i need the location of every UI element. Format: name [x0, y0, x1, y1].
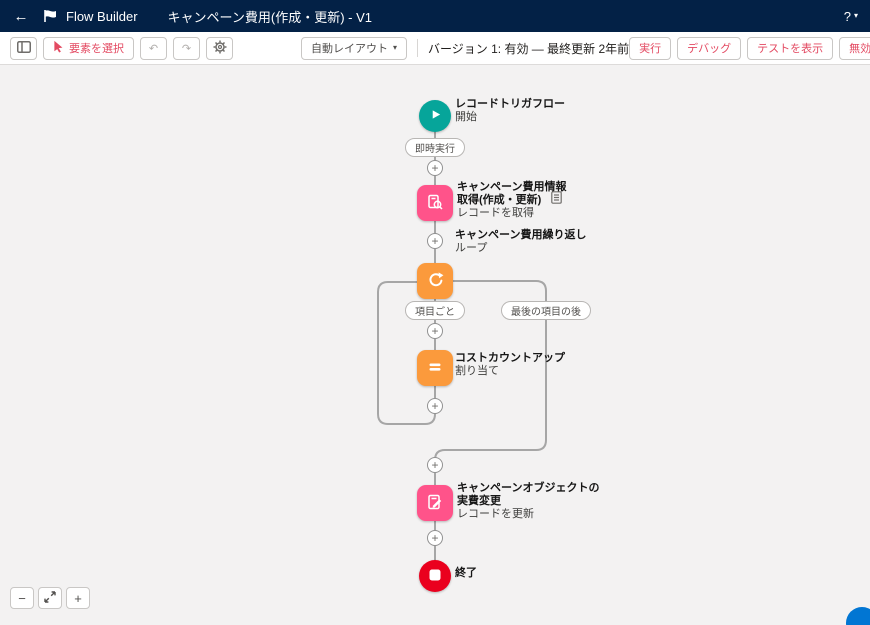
debug-button[interactable]: デバッグ: [677, 36, 742, 60]
connector-after-last-branch: [434, 280, 547, 561]
undo-button[interactable]: ↶: [140, 36, 167, 60]
add-element-button[interactable]: +: [427, 323, 443, 339]
node-loop[interactable]: [417, 263, 453, 299]
panel-toggle-icon: [16, 40, 31, 56]
settings-button[interactable]: [206, 36, 233, 60]
cursor-select-icon: [53, 40, 64, 56]
plus-icon: +: [431, 398, 439, 413]
select-elements-label: 要素を選択: [69, 43, 124, 55]
select-elements-button[interactable]: 要素を選択: [43, 36, 134, 60]
show-tests-button[interactable]: テストを表示: [747, 36, 834, 60]
add-element-button[interactable]: +: [427, 160, 443, 176]
zoom-controls: − +: [10, 587, 90, 609]
stop-icon: [429, 569, 441, 584]
node-label: キャンペーン費用繰り返し ループ: [455, 229, 587, 254]
record-update-icon: [426, 493, 444, 514]
toggle-toolbox-button[interactable]: [10, 36, 37, 60]
layout-mode-select[interactable]: 自動レイアウト ▾: [301, 36, 408, 60]
record-lookup-icon: [426, 193, 444, 214]
zoom-out-button[interactable]: −: [10, 587, 34, 609]
redo-icon: ↷: [181, 42, 192, 55]
description-icon[interactable]: [551, 191, 562, 207]
plus-icon: +: [431, 530, 439, 545]
undo-icon: ↶: [148, 42, 159, 55]
expand-icon: [44, 590, 56, 606]
node-label: レコードトリガフロー 開始: [455, 98, 565, 123]
add-element-button[interactable]: +: [427, 530, 443, 546]
add-element-button[interactable]: +: [427, 398, 443, 414]
flow-title: キャンペーン費用(作成・更新) - V1: [167, 9, 372, 25]
play-icon: [429, 108, 442, 124]
zoom-in-button[interactable]: +: [66, 587, 90, 609]
node-get-records[interactable]: [417, 185, 453, 221]
flow-toolbar: 要素を選択 ↶ ↷: [0, 32, 870, 65]
layout-mode-label: 自動レイアウト: [311, 43, 388, 55]
plus-icon: +: [431, 233, 439, 248]
loop-icon: [426, 271, 444, 292]
help-menu-button[interactable]: ? ▾: [844, 9, 858, 24]
gear-icon: [213, 40, 227, 57]
node-assignment[interactable]: [417, 350, 453, 386]
help-button[interactable]: [846, 607, 870, 625]
chevron-down-icon: ▾: [853, 11, 858, 20]
assignment-icon: [427, 359, 443, 378]
redo-button[interactable]: ↷: [173, 36, 200, 60]
app-name: Flow Builder: [66, 8, 138, 24]
loop-after-last-badge: 最後の項目の後: [501, 301, 591, 320]
node-start[interactable]: [419, 100, 451, 132]
node-end[interactable]: [419, 560, 451, 592]
back-button[interactable]: ←: [13, 7, 29, 25]
version-info: バージョン 1: 有効 — 最終更新 2年前: [428, 41, 630, 56]
loop-each-badge: 項目ごと: [405, 301, 465, 320]
node-update-records[interactable]: [417, 485, 453, 521]
plus-icon: +: [431, 323, 439, 338]
fit-to-view-button[interactable]: [38, 587, 62, 609]
node-label: キャンペーンオブジェクトの実費変更 レコードを更新: [457, 482, 600, 520]
deactivate-button[interactable]: 無効化: [839, 36, 870, 60]
plus-icon: +: [431, 457, 439, 472]
zoom-out-icon: −: [18, 590, 26, 606]
chevron-down-icon: ▾: [393, 43, 398, 52]
help-icon: ?: [843, 8, 851, 24]
node-label: 終了: [455, 567, 477, 579]
zoom-in-icon: +: [74, 590, 82, 606]
flow-canvas[interactable]: レコードトリガフロー 開始 即時実行 + キャンペーン費用情報取得(作成・更新)…: [0, 65, 870, 625]
add-element-button[interactable]: +: [427, 457, 443, 473]
node-label: コストカウントアップ 割り当て: [455, 352, 565, 377]
connector-loop-back: [377, 281, 436, 425]
run-button[interactable]: 実行: [629, 36, 672, 60]
node-label: キャンペーン費用情報取得(作成・更新) レコードを取得: [457, 181, 567, 219]
flow-logo-icon: [42, 8, 58, 24]
plus-icon: +: [431, 160, 439, 175]
add-element-button[interactable]: +: [427, 233, 443, 249]
app-header: ← Flow Builder キャンペーン費用(作成・更新) - V1 ? ▾: [0, 0, 870, 32]
toolbar-divider: [417, 39, 419, 57]
trigger-timing-badge: 即時実行: [405, 138, 465, 157]
